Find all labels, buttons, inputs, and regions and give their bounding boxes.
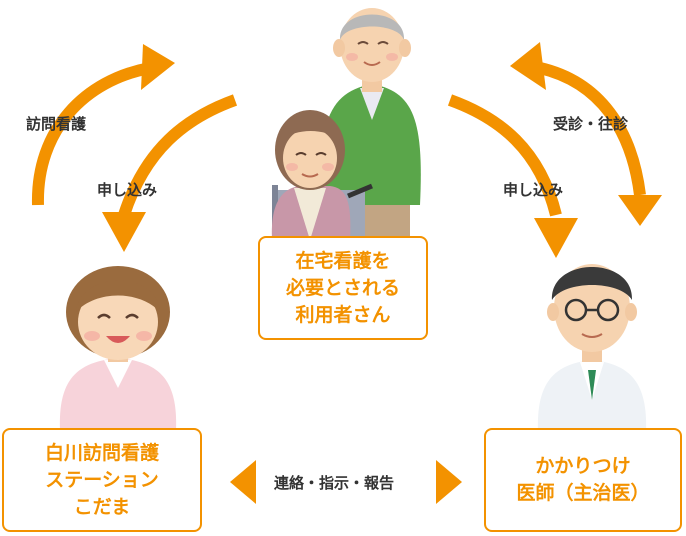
arrowhead-apply-right — [534, 218, 578, 258]
station-node: 白川訪問看護 ステーション こだま — [2, 428, 202, 532]
edge-label-visit-nursing: 訪問看護 — [26, 115, 87, 133]
edge-label-apply-left: 申し込み — [97, 181, 158, 199]
arrowhead-apply-left — [102, 212, 146, 252]
doctor-node: かかりつけ 医師（主治医） — [484, 428, 682, 532]
arrowhead-visit-nursing — [141, 44, 175, 90]
edge-label-consult-visit: 受診・往診 — [553, 115, 629, 133]
user-node-line-1: 在宅看護を — [295, 249, 391, 272]
station-node-line-3: こだま — [73, 495, 131, 518]
arrow-consult — [538, 62, 646, 196]
arrowhead-consult — [510, 42, 546, 90]
doctor-illustration — [537, 264, 647, 432]
user-node: 在宅看護を 必要とされる 利用者さん — [258, 236, 428, 340]
doctor-node-line-2: 医師（主治医） — [516, 482, 650, 504]
edge-label-apply-right: 申し込み — [503, 181, 564, 199]
arrow-apply-right — [447, 94, 562, 217]
station-node-line-1: 白川訪問看護 — [44, 441, 159, 464]
arrowhead-consult-down — [618, 195, 662, 226]
edge-label-contact: 連絡・指示・報告 — [274, 474, 395, 492]
nurse-illustration — [59, 266, 177, 430]
elderly-woman-illustration — [271, 110, 373, 240]
arrow-apply-left — [118, 94, 238, 217]
doctor-node-line-1: かかりつけ — [535, 455, 631, 477]
user-node-line-3: 利用者さん — [295, 303, 391, 326]
arrow-visit-nursing — [31, 62, 152, 206]
arrowhead-contact-left — [230, 460, 256, 504]
station-node-line-2: ステーション — [45, 468, 159, 491]
arrowhead-contact-right — [436, 460, 462, 504]
user-node-line-2: 必要とされる — [285, 276, 400, 299]
